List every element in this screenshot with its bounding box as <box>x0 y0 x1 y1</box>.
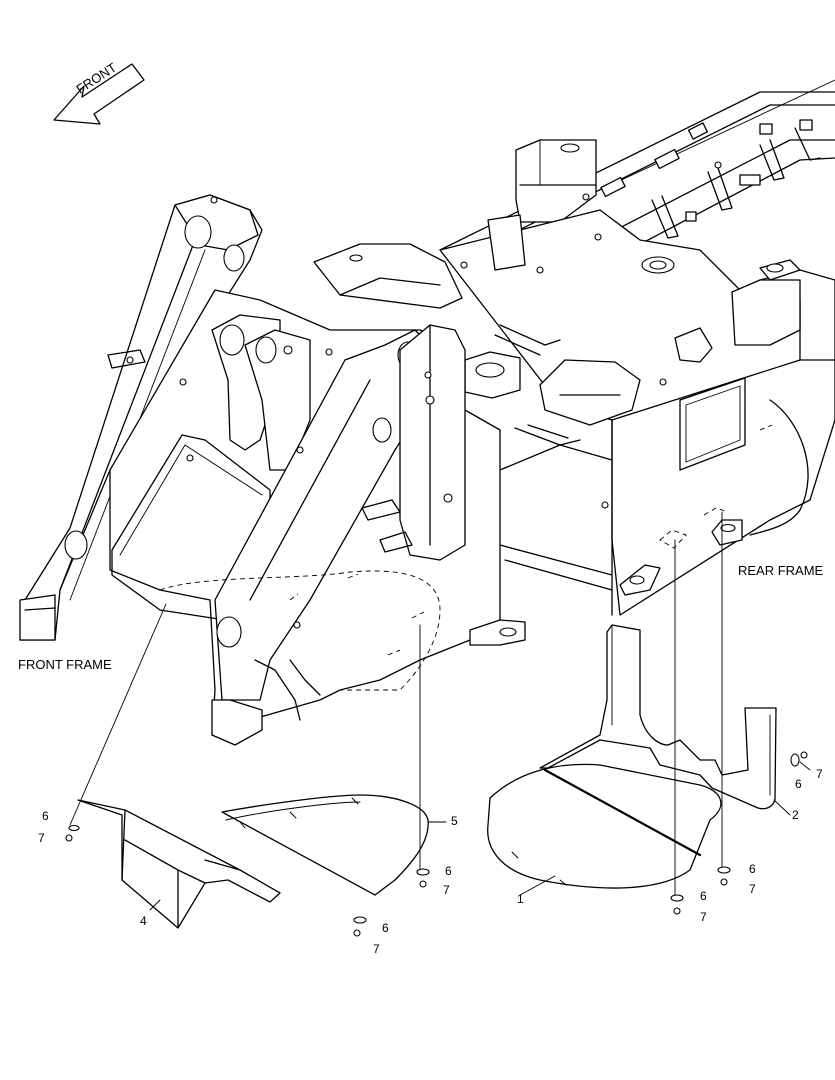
callout-7-part4: 7 <box>38 831 45 845</box>
callout-7-rear-right: 7 <box>749 882 756 896</box>
callout-6-part5-lower: 6 <box>382 921 389 935</box>
guard-part-2 <box>539 624 777 810</box>
guard-part-4 <box>77 799 281 929</box>
callout-7-part5-lower: 7 <box>373 942 380 956</box>
callout-6-part4: 6 <box>42 809 49 823</box>
callout-6-rear-left: 6 <box>700 889 707 903</box>
callout-6-rear-right: 6 <box>749 862 756 876</box>
callout-4: 4 <box>140 914 147 928</box>
front-frame <box>19 194 526 746</box>
callout-2: 2 <box>792 808 799 822</box>
guard-part-1 <box>487 763 722 889</box>
washers-and-bolts <box>65 751 808 937</box>
fastener-leaders <box>69 511 811 911</box>
front-arrow-icon <box>53 63 145 125</box>
center-hinge <box>313 214 641 446</box>
guard-part-5 <box>221 794 429 896</box>
callout-7-part5: 7 <box>443 883 450 897</box>
rear-frame <box>439 79 835 616</box>
callout-5: 5 <box>451 814 458 828</box>
callout-7-rear-left: 7 <box>700 910 707 924</box>
callout-1: 1 <box>517 892 524 906</box>
callout-6-part5: 6 <box>445 864 452 878</box>
callout-7-part2: 7 <box>816 767 823 781</box>
front-frame-label: FRONT FRAME <box>18 657 112 672</box>
rear-frame-label: REAR FRAME <box>738 563 824 578</box>
callout-6-part2: 6 <box>795 777 802 791</box>
